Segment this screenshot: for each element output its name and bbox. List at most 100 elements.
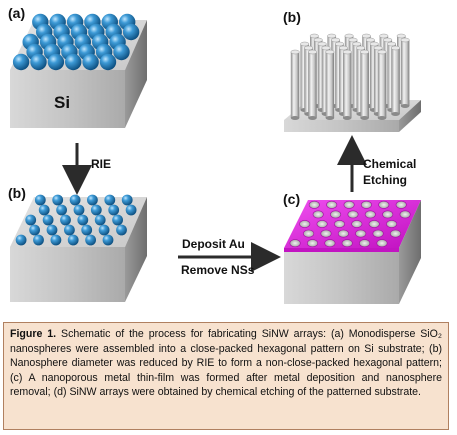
pore xyxy=(303,229,315,238)
reduced-nanosphere xyxy=(33,234,44,246)
nanowire-top xyxy=(352,41,362,47)
arrow-deposit-label: Deposit Au xyxy=(182,237,245,251)
reduced-nanosphere xyxy=(34,194,46,206)
block-a: Si xyxy=(10,13,147,128)
nanowire-body xyxy=(391,48,400,114)
nanowire xyxy=(325,49,335,120)
caption-label: Figure 1. xyxy=(10,328,57,340)
nanowire-top xyxy=(327,33,337,39)
nanowire-body xyxy=(377,52,387,118)
arrow-chemical-label: Chemical xyxy=(363,157,416,171)
panel-label-a: (a) xyxy=(8,5,25,21)
sphere-layer-b xyxy=(15,194,137,246)
nanowire-base xyxy=(360,116,369,120)
process-schematic: (a) (b) (b) (c) Si RIE Deposit Au Remove… xyxy=(8,5,421,304)
block-a-front xyxy=(10,70,125,128)
block-c xyxy=(284,200,421,304)
reduced-nanosphere xyxy=(38,204,50,216)
nanowire-base xyxy=(308,116,317,120)
block-c-front xyxy=(284,248,399,304)
nanowire-top xyxy=(313,37,323,43)
nanowire-body xyxy=(308,52,317,118)
nanosphere xyxy=(30,53,47,71)
pore xyxy=(324,239,336,248)
substrate-label-si: Si xyxy=(54,93,70,112)
nanowire-top xyxy=(321,45,331,51)
nanowire xyxy=(391,45,400,116)
pore xyxy=(395,200,407,209)
block-b-side xyxy=(125,197,147,302)
reduced-nanosphere xyxy=(81,224,93,236)
nanowire-top xyxy=(335,41,344,47)
reduced-nanosphere xyxy=(25,214,37,226)
reduced-nanosphere xyxy=(104,194,116,206)
pore xyxy=(378,200,390,209)
pore xyxy=(386,220,398,228)
reduced-nanosphere xyxy=(125,204,137,216)
block-d xyxy=(284,33,421,132)
nanowire-body xyxy=(325,52,335,118)
nanosphere xyxy=(47,53,65,71)
nanowire-top xyxy=(348,37,358,43)
block-a-side xyxy=(125,20,147,128)
nanowire-top xyxy=(379,33,389,39)
reduced-nanosphere xyxy=(46,224,58,236)
nanowire-top xyxy=(383,37,393,43)
nanosphere xyxy=(99,53,117,71)
reduced-nanosphere xyxy=(60,214,71,226)
pore xyxy=(306,239,318,248)
nanowire xyxy=(377,49,387,120)
nanosphere xyxy=(82,53,99,71)
nanowire xyxy=(308,49,317,120)
nanowire-body xyxy=(343,52,352,118)
nanowire-top xyxy=(317,41,327,47)
reduced-nanosphere xyxy=(102,234,114,246)
reduced-nanosphere xyxy=(56,204,67,216)
reduced-nanosphere xyxy=(42,214,54,226)
nanowire-top xyxy=(325,49,335,55)
nanowire-top xyxy=(338,45,348,51)
nanowire-top xyxy=(300,41,310,47)
nanowire-top xyxy=(331,37,341,43)
block-d-side xyxy=(399,100,421,132)
nanowire-base xyxy=(342,116,352,120)
pore xyxy=(341,239,353,248)
nanowire-base xyxy=(400,104,410,108)
pore xyxy=(312,210,324,219)
nanowire-top xyxy=(373,45,383,51)
pore xyxy=(368,220,380,228)
nanowire-body xyxy=(290,52,300,118)
pore xyxy=(351,220,363,228)
nanowire-top xyxy=(309,33,319,39)
pore xyxy=(355,229,367,238)
block-b-front xyxy=(10,247,125,302)
nanowire-base xyxy=(325,116,335,120)
nanosphere xyxy=(12,53,30,71)
nanowire-array xyxy=(290,33,410,120)
reduced-nanosphere xyxy=(50,234,62,246)
reduced-nanosphere xyxy=(108,204,120,216)
nanowire-top xyxy=(304,45,314,51)
nanowire-body xyxy=(400,40,410,106)
sphere-layer-a xyxy=(12,13,140,71)
nanowire-top xyxy=(290,49,300,55)
reduced-nanosphere xyxy=(64,224,75,236)
nanowire xyxy=(400,37,410,108)
reduced-nanosphere xyxy=(85,234,96,246)
reduced-nanosphere xyxy=(112,214,123,226)
arrow-etching-label: Etching xyxy=(363,173,407,187)
nanowire-body xyxy=(360,52,369,118)
nanowire-top xyxy=(361,33,371,39)
nanowire-top xyxy=(369,41,379,47)
pore xyxy=(326,200,338,209)
nanowire-top xyxy=(342,49,352,55)
pore xyxy=(347,210,359,219)
pore xyxy=(389,229,401,238)
pore xyxy=(333,220,345,228)
panel-label-b-left: (b) xyxy=(8,185,26,201)
arrow-remove-label: Remove NSs xyxy=(181,263,255,277)
pore xyxy=(359,239,371,248)
pore xyxy=(337,229,349,238)
block-b xyxy=(10,194,147,302)
reduced-nanosphere xyxy=(90,204,102,216)
